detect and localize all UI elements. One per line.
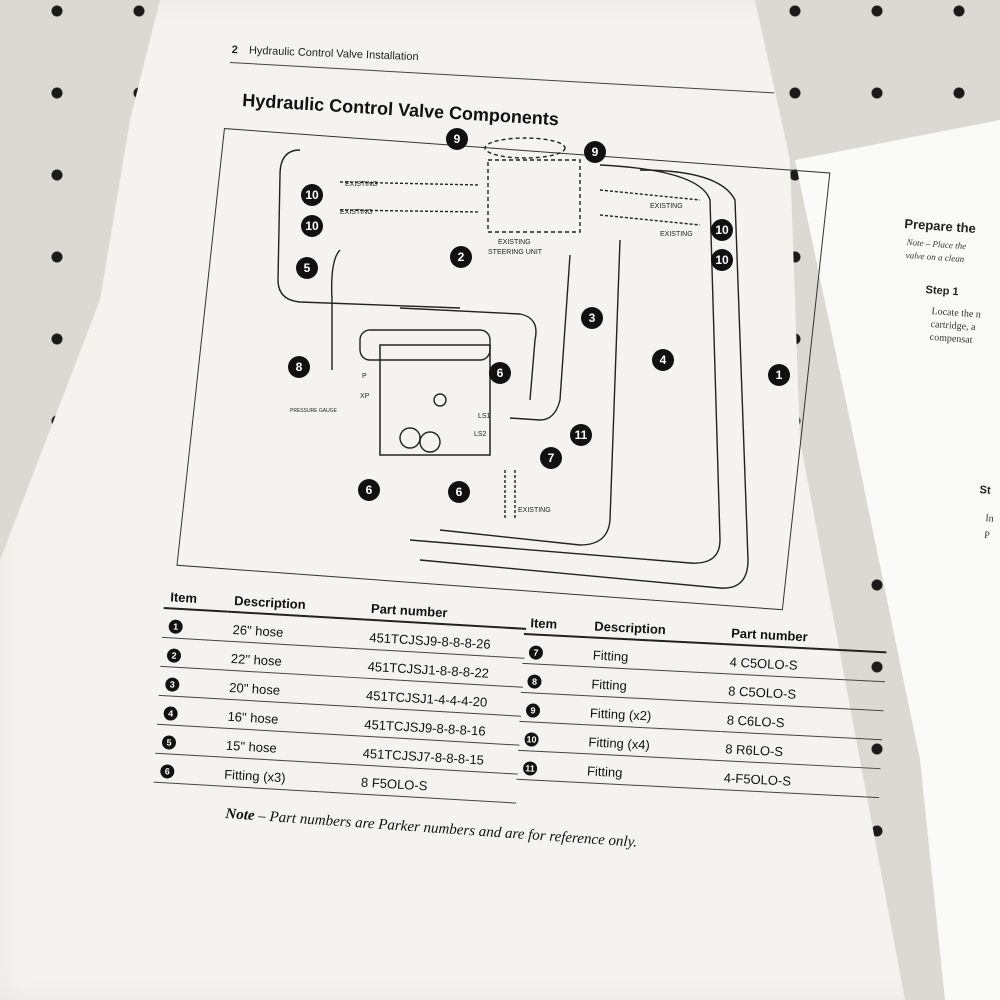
callout: 10 bbox=[711, 219, 733, 241]
callout: 9 bbox=[446, 128, 468, 150]
callout: 10 bbox=[301, 184, 323, 206]
existing-label: EXISTING bbox=[518, 507, 551, 514]
svg-text:10: 10 bbox=[715, 253, 729, 267]
item-description: Fitting bbox=[580, 753, 719, 790]
svg-text:6: 6 bbox=[366, 483, 373, 497]
callout: 10 bbox=[301, 215, 323, 237]
item-number: 3 bbox=[164, 677, 180, 692]
body-line: P bbox=[983, 529, 991, 542]
callout: 9 bbox=[584, 141, 606, 163]
callout: 6 bbox=[448, 481, 470, 503]
item-number: 1 bbox=[168, 619, 184, 635]
callout: 6 bbox=[358, 479, 380, 501]
existing-label: EXISTING bbox=[660, 231, 693, 238]
svg-text:6: 6 bbox=[456, 485, 463, 499]
steering-unit-label: STEERING UNIT bbox=[488, 249, 543, 256]
steering-unit-label: EXISTING bbox=[498, 239, 531, 246]
steering-unit-top bbox=[484, 137, 566, 159]
pressure-gauge-label: PRESSURE GAUGE bbox=[290, 408, 338, 414]
item-number: 4 bbox=[163, 706, 179, 721]
item-number: 5 bbox=[161, 735, 177, 750]
hose-1 bbox=[419, 169, 749, 589]
svg-text:9: 9 bbox=[592, 145, 599, 159]
callout: 3 bbox=[581, 307, 603, 329]
valve-cap bbox=[359, 329, 491, 361]
existing-label: EXISTING bbox=[340, 209, 373, 216]
callout: 1 bbox=[768, 364, 790, 386]
port-label: XP bbox=[360, 393, 370, 400]
svg-text:4: 4 bbox=[660, 353, 667, 367]
existing-label: EXISTING bbox=[345, 181, 378, 188]
svg-text:1: 1 bbox=[776, 368, 783, 382]
hose-5 bbox=[330, 249, 341, 370]
existing-label: EXISTING bbox=[650, 203, 683, 210]
svg-text:7: 7 bbox=[548, 451, 555, 465]
body-line: In bbox=[985, 512, 995, 525]
svg-text:3: 3 bbox=[589, 311, 596, 325]
callout: 7 bbox=[540, 447, 562, 469]
facing-page-note: Note – Place the valve on a clean bbox=[905, 236, 966, 266]
valve-port bbox=[433, 393, 447, 407]
hose-2 bbox=[399, 307, 537, 401]
port-label: P bbox=[362, 373, 367, 380]
hose-3 bbox=[509, 254, 571, 421]
port-label: LS2 bbox=[474, 431, 487, 438]
item-number: 2 bbox=[166, 648, 182, 664]
step-heading: St bbox=[979, 484, 991, 497]
header-item: Item bbox=[523, 612, 589, 638]
callout: 8 bbox=[288, 356, 310, 378]
svg-text:10: 10 bbox=[715, 223, 729, 237]
callout: 10 bbox=[711, 249, 733, 271]
svg-text:6: 6 bbox=[497, 366, 504, 380]
callout: 2 bbox=[450, 246, 472, 268]
svg-text:10: 10 bbox=[305, 219, 319, 233]
valve-port bbox=[419, 431, 441, 453]
svg-text:11: 11 bbox=[575, 428, 588, 442]
svg-text:5: 5 bbox=[304, 261, 311, 275]
item-number: 8 bbox=[527, 674, 542, 689]
svg-text:10: 10 bbox=[305, 188, 319, 202]
hose-loop-left bbox=[277, 149, 461, 309]
step-body: Locate the n cartridge, a compensat bbox=[929, 305, 981, 347]
item-number: 11 bbox=[522, 761, 538, 776]
item-number: 10 bbox=[524, 732, 539, 747]
callout: 5 bbox=[296, 257, 318, 279]
valve-port bbox=[399, 427, 421, 449]
item-number: 7 bbox=[528, 645, 544, 660]
callout: 6 bbox=[489, 362, 511, 384]
step-heading: Step 1 bbox=[925, 284, 959, 299]
valve-body bbox=[379, 344, 491, 456]
svg-text:9: 9 bbox=[454, 132, 461, 146]
port-label: LS1 bbox=[478, 413, 491, 420]
svg-text:2: 2 bbox=[458, 250, 465, 264]
callout: 4 bbox=[652, 349, 674, 371]
hose-4 bbox=[439, 239, 621, 546]
item-number: 9 bbox=[525, 703, 541, 718]
steering-unit bbox=[487, 159, 581, 233]
svg-text:8: 8 bbox=[296, 360, 303, 374]
item-number: 6 bbox=[159, 764, 175, 779]
callout: 11 bbox=[570, 424, 592, 446]
note-label: Note bbox=[224, 806, 256, 824]
hose-loop-inner bbox=[409, 164, 721, 564]
